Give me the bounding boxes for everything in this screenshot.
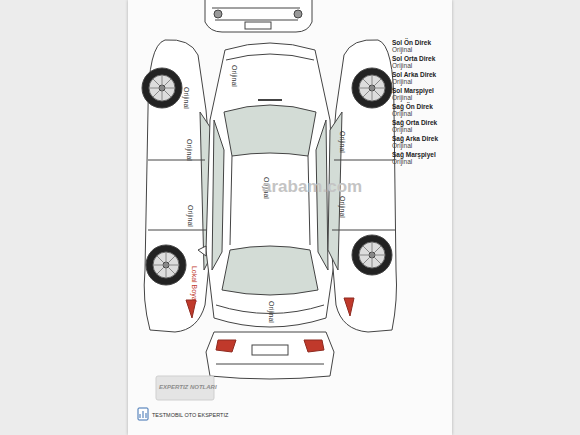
part-status: Orijinal — [392, 95, 412, 102]
part-status: Orijinal — [392, 159, 412, 166]
status-label: Orijinal — [186, 139, 193, 161]
part-name: Sol Marşpiyel — [392, 88, 434, 95]
status-label: Orijinal — [183, 87, 190, 109]
part-name: Sol Ön Direk — [392, 40, 431, 47]
part-name: Sağ Marşpiyel — [392, 152, 436, 159]
status-label: Orijinal — [339, 196, 346, 218]
paint-label: Lokal Boyalı — [191, 266, 198, 304]
part-status: Orijinal — [392, 143, 412, 150]
part-status: Orijinal — [392, 47, 412, 54]
part-status: Orijinal — [392, 79, 412, 86]
part-name: Sol Orta Direk — [392, 56, 435, 63]
notes-badge: EXPERTIZ NOTLARI — [159, 384, 217, 390]
watermark: arabam.com — [262, 178, 362, 195]
status-label: Orijinal — [339, 131, 346, 153]
part-status: Orijinal — [392, 63, 412, 70]
status-label: Orijinal — [231, 65, 238, 87]
part-name: Sol Arka Direk — [392, 72, 436, 79]
part-name: Sağ Arka Direk — [392, 136, 438, 143]
footer-brand: TESTMOBIL OTO EKSPERTIZ — [152, 413, 228, 419]
status-label: Orijinal — [268, 301, 275, 323]
part-status: Orijinal — [392, 127, 412, 134]
part-name: Sağ Ön Direk — [392, 104, 433, 111]
status-label: Orijinal — [187, 205, 194, 227]
part-status: Orijinal — [392, 111, 412, 118]
part-name: Sağ Orta Direk — [392, 120, 437, 127]
